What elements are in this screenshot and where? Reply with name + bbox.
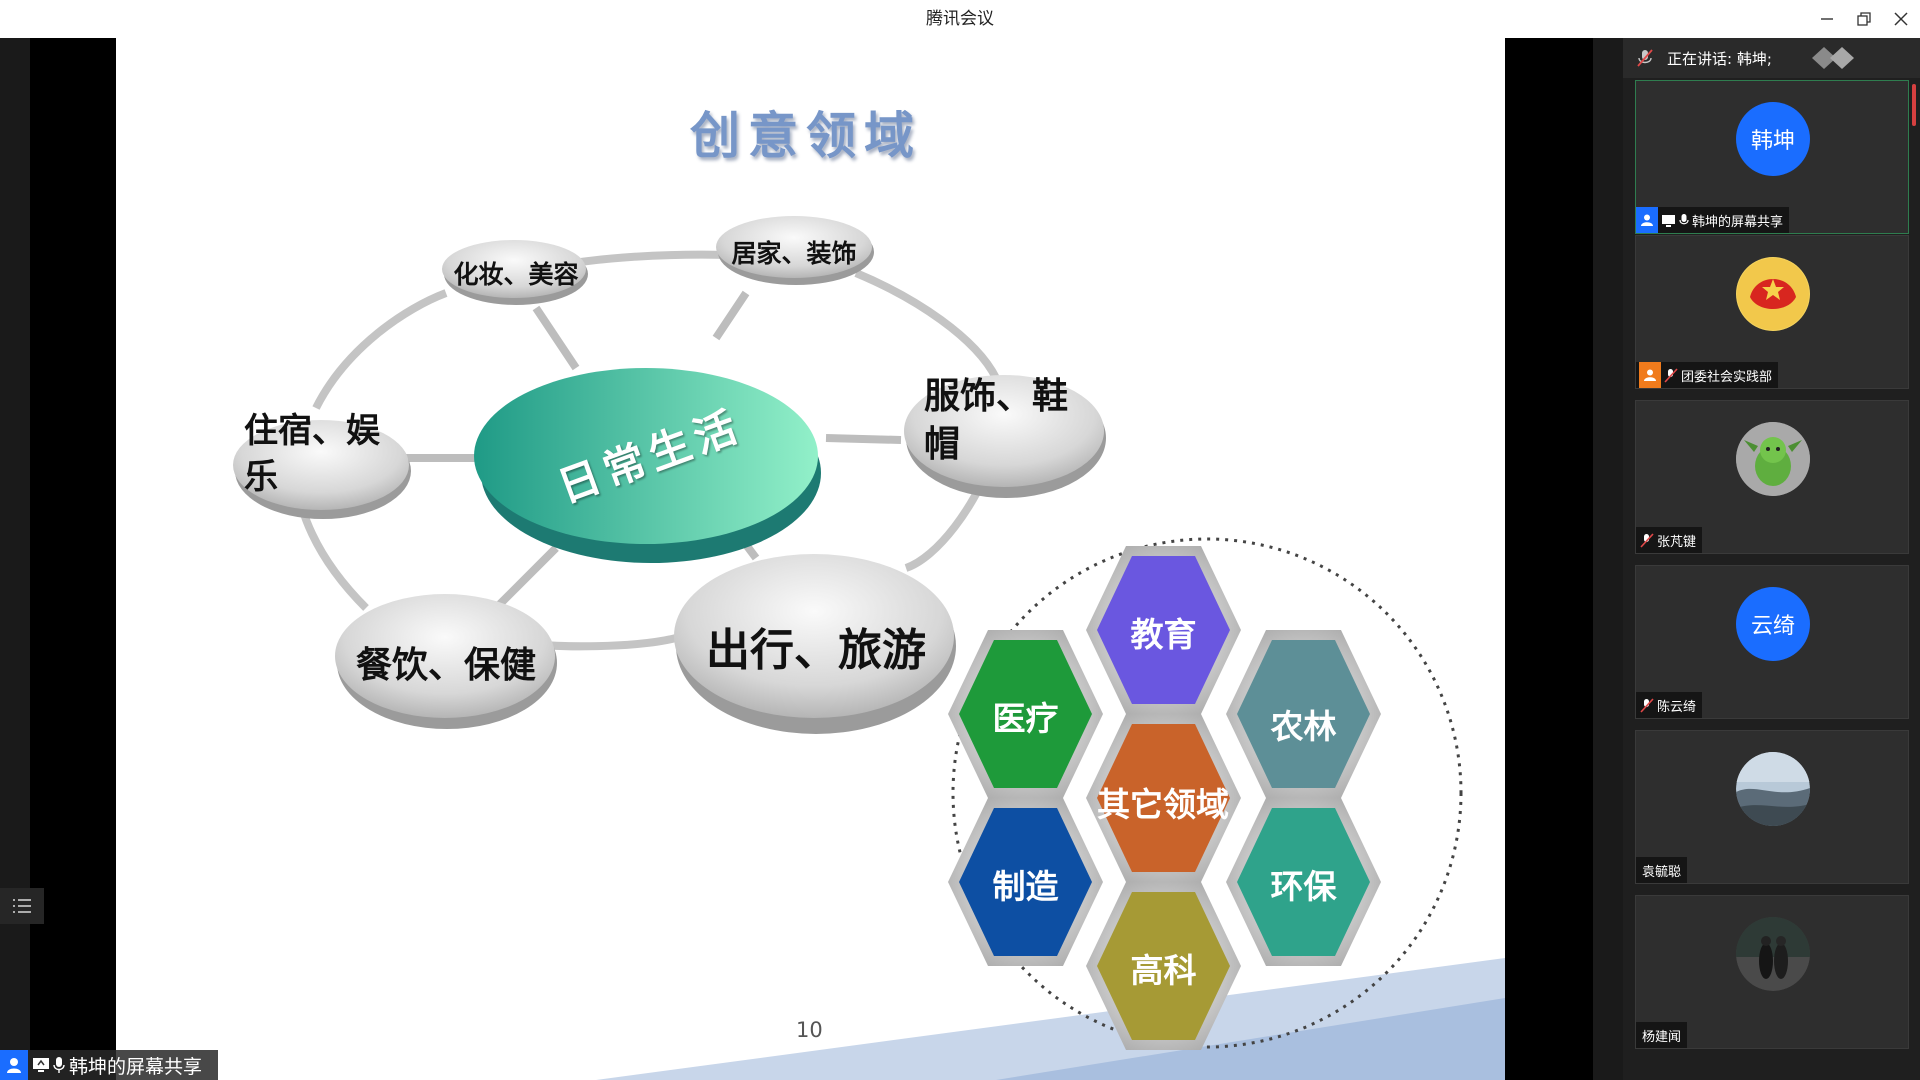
- network-ring: [292, 250, 1000, 651]
- hex-label-medical: 医疗: [992, 699, 1059, 738]
- network-node-shapes: [233, 216, 1106, 734]
- participant-panel: 正在讲话: 韩坤; 韩坤 韩坤的屏幕共享 团委社会实践部: [1623, 38, 1920, 1080]
- hex-label-hightech: 高科: [1130, 951, 1197, 990]
- screen-share-icon: [1661, 214, 1676, 227]
- avatar-street-photo: [1736, 917, 1810, 991]
- participant-name-bar: 韩坤的屏幕共享: [1636, 207, 1790, 233]
- participant-name-bar: 张芃键: [1636, 527, 1703, 553]
- slide-list-button[interactable]: [0, 888, 44, 924]
- panel-scrollbar[interactable]: [1912, 84, 1916, 126]
- restore-icon: [1857, 12, 1871, 26]
- mic-muted-icon: [1640, 532, 1654, 548]
- user-icon: [1639, 362, 1661, 388]
- participant-tile[interactable]: 袁毓聪: [1635, 730, 1909, 884]
- mic-muted-icon: [1664, 367, 1678, 383]
- slide-graphics: [233, 216, 1505, 1080]
- user-icon: [1636, 207, 1658, 233]
- participant-name: 袁毓聪: [1642, 864, 1682, 880]
- participant-name-bar: 陈云绮: [1636, 692, 1703, 718]
- title-bar: 腾讯会议: [0, 0, 1920, 38]
- center-node-shape: [474, 368, 821, 563]
- participant-tile[interactable]: 云绮 陈云绮: [1635, 565, 1909, 719]
- slide-decor-wedge-2: [996, 998, 1505, 1080]
- avatar: 韩坤: [1736, 102, 1810, 176]
- mic-muted-icon: [1640, 697, 1654, 713]
- speaking-decor-icon: [1811, 47, 1854, 69]
- screen-share-label: 韩坤的屏幕共享: [0, 1050, 218, 1080]
- node-label-home: 居家、装饰: [731, 239, 857, 268]
- minimize-icon: [1821, 18, 1833, 20]
- hex-label-education: 教育: [1130, 615, 1197, 654]
- hex-label-other: 其它领域: [1097, 785, 1229, 824]
- list-icon: [13, 899, 31, 913]
- close-icon: [1894, 12, 1908, 26]
- node-label-lodging: 住宿、娱乐: [244, 411, 380, 497]
- participant-name: 陈云绮: [1657, 699, 1697, 715]
- user-icon: [0, 1050, 28, 1080]
- screen-share-icon: [32, 1057, 50, 1073]
- node-label-travel: 出行、旅游: [706, 625, 926, 676]
- avatar-dragon: [1736, 422, 1810, 496]
- participant-name-bar: 杨建闻: [1636, 1022, 1688, 1048]
- avatar: 云绮: [1736, 587, 1810, 661]
- participant-name: 团委社会实践部: [1681, 369, 1773, 385]
- presentation-slide: 创意领域 日常生活 化妆、美容 居家、装饰 服饰、鞋帽 住宿、娱乐 餐饮、保健 …: [116, 38, 1505, 1080]
- participant-tile[interactable]: 韩坤 韩坤的屏幕共享: [1635, 80, 1909, 234]
- window-title: 腾讯会议: [926, 9, 994, 29]
- node-label-cosmetics: 化妆、美容: [453, 260, 579, 289]
- node-label-apparel: 服饰、鞋帽: [924, 376, 1069, 465]
- participant-name: 韩坤的屏幕共享: [1692, 214, 1784, 230]
- slide-title: 创意领域: [690, 107, 922, 165]
- mic-icon: [1679, 213, 1689, 228]
- slide-right-border: [1505, 38, 1593, 1080]
- participant-name: 张芃键: [1657, 534, 1697, 550]
- participant-name: 杨建闻: [1642, 1029, 1682, 1045]
- node-label-dining: 餐饮、保健: [355, 645, 536, 686]
- participant-tile[interactable]: 团委社会实践部: [1635, 235, 1909, 389]
- avatar-coast-photo: [1736, 752, 1810, 826]
- speaking-indicator: 正在讲话: 韩坤;: [1623, 38, 1920, 78]
- screen-share-name: 韩坤的屏幕共享: [69, 1055, 203, 1078]
- dotted-circle: [951, 537, 1463, 1049]
- avatar-league-emblem: [1736, 257, 1810, 331]
- participant-name-bar: 袁毓聪: [1636, 857, 1688, 883]
- slide-left-border: [30, 38, 116, 1080]
- minimize-button[interactable]: [1808, 0, 1846, 38]
- participant-tile[interactable]: 杨建闻: [1635, 895, 1909, 1049]
- participant-tile[interactable]: 张芃键: [1635, 400, 1909, 554]
- restore-button[interactable]: [1845, 0, 1883, 38]
- hex-label-manufacturing: 制造: [992, 867, 1059, 906]
- hex-label-agriculture: 农林: [1270, 707, 1337, 746]
- slide-page-number: 10: [796, 1018, 823, 1042]
- mic-muted-icon: [1637, 49, 1653, 67]
- speaking-text: 正在讲话: 韩坤;: [1667, 49, 1772, 68]
- participant-name-bar: 团委社会实践部: [1636, 362, 1779, 388]
- hexagon-cluster: [948, 546, 1381, 1050]
- hex-label-environment: 环保: [1270, 867, 1337, 906]
- close-button[interactable]: [1882, 0, 1920, 38]
- mic-icon: [53, 1056, 65, 1074]
